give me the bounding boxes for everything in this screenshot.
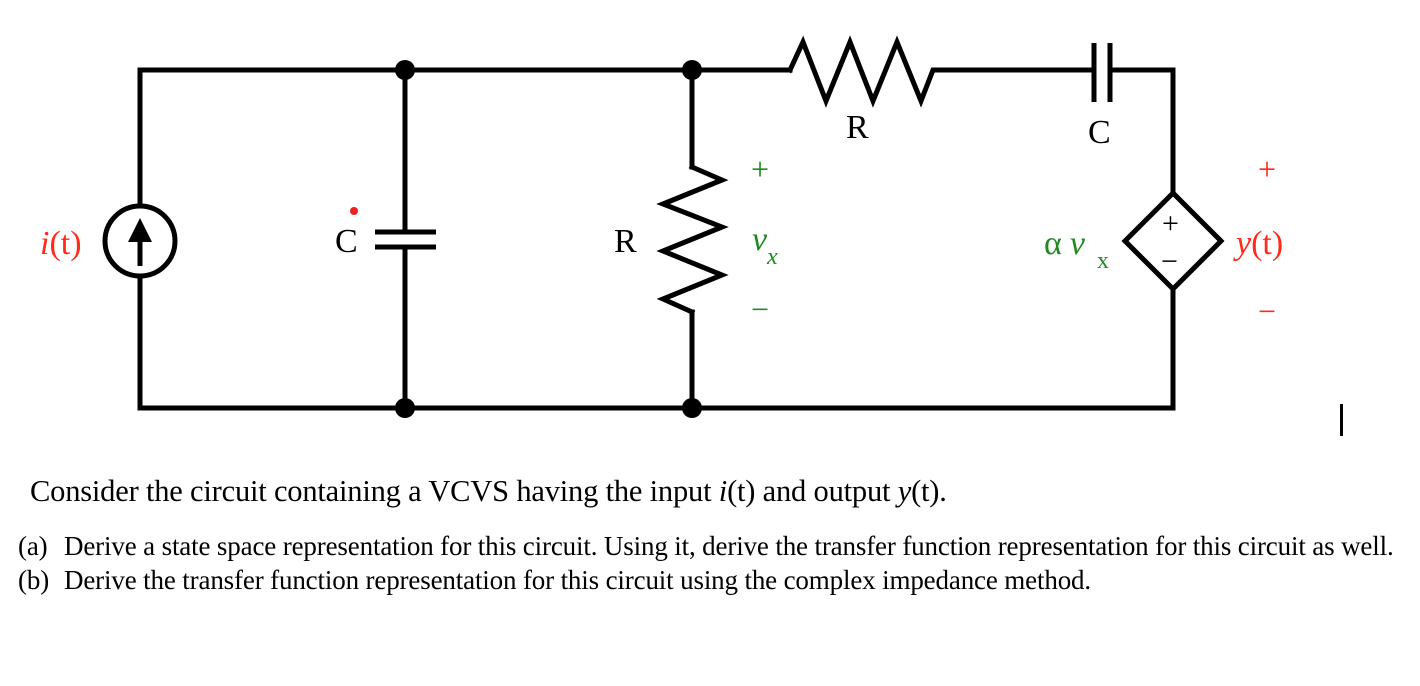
arrow-head-icon: [128, 218, 152, 242]
vx-symbol: v: [752, 221, 768, 258]
node-dot: [395, 60, 415, 80]
vcvs-gain-subscript: x: [1097, 248, 1109, 274]
shunt-capacitor: [375, 229, 436, 250]
series-capacitor-label: C: [1088, 114, 1111, 151]
current-source: [102, 203, 178, 279]
vcvs-diamond: [1121, 189, 1225, 293]
part-letter: (a): [18, 531, 48, 561]
problem-parts: (a) Derive a state space representation …: [18, 529, 1410, 597]
problem-intro: Consider the circuit containing a VCVS h…: [30, 474, 1410, 509]
vx-plus: +: [751, 151, 769, 187]
node-dot: [682, 60, 702, 80]
wire-c-to-vcvs: [1107, 67, 1176, 196]
intro-text: (t).: [911, 474, 947, 508]
output-minus: −: [1258, 293, 1276, 329]
node-dot: [682, 398, 702, 418]
text-cursor: [1340, 404, 1343, 436]
vcvs-minus: −: [1161, 245, 1178, 278]
output-label: y(t): [1233, 225, 1283, 262]
vx-subscript: x: [766, 244, 778, 270]
node-dot: [395, 398, 415, 418]
problem-statement: Consider the circuit containing a VCVS h…: [18, 474, 1410, 597]
vcvs-plus: +: [1162, 207, 1179, 240]
wire-left-bottom: [137, 273, 1176, 411]
part-letter: (b): [18, 565, 50, 595]
series-capacitor: [1091, 43, 1113, 102]
state-derivative-dot: [350, 207, 358, 215]
problem-part-a: (a) Derive a state space representation …: [18, 529, 1410, 563]
input-label: i(t): [40, 225, 82, 262]
part-text: Derive a state space representation for …: [64, 531, 1394, 561]
shunt-capacitor-label: C: [335, 223, 358, 260]
intro-text: Consider the circuit containing a VCVS h…: [30, 474, 719, 508]
intro-input-symbol: i: [718, 474, 728, 508]
problem-part-b: (b) Derive the transfer function represe…: [18, 563, 1410, 597]
intro-output-symbol: y: [897, 474, 912, 508]
wires: [137, 67, 1176, 411]
series-resistor-label: R: [846, 109, 869, 146]
shunt-resistor: [656, 163, 729, 316]
shunt-resistor-label: R: [614, 223, 637, 260]
series-resistor: [786, 35, 938, 108]
intro-text: (t) and output: [727, 474, 898, 508]
vcvs-source: + −: [1121, 189, 1225, 293]
part-text: Derive the transfer function representat…: [64, 565, 1091, 595]
vx-minus: −: [751, 291, 769, 327]
output-plus: +: [1258, 151, 1276, 187]
wire-left-top: [137, 67, 793, 209]
